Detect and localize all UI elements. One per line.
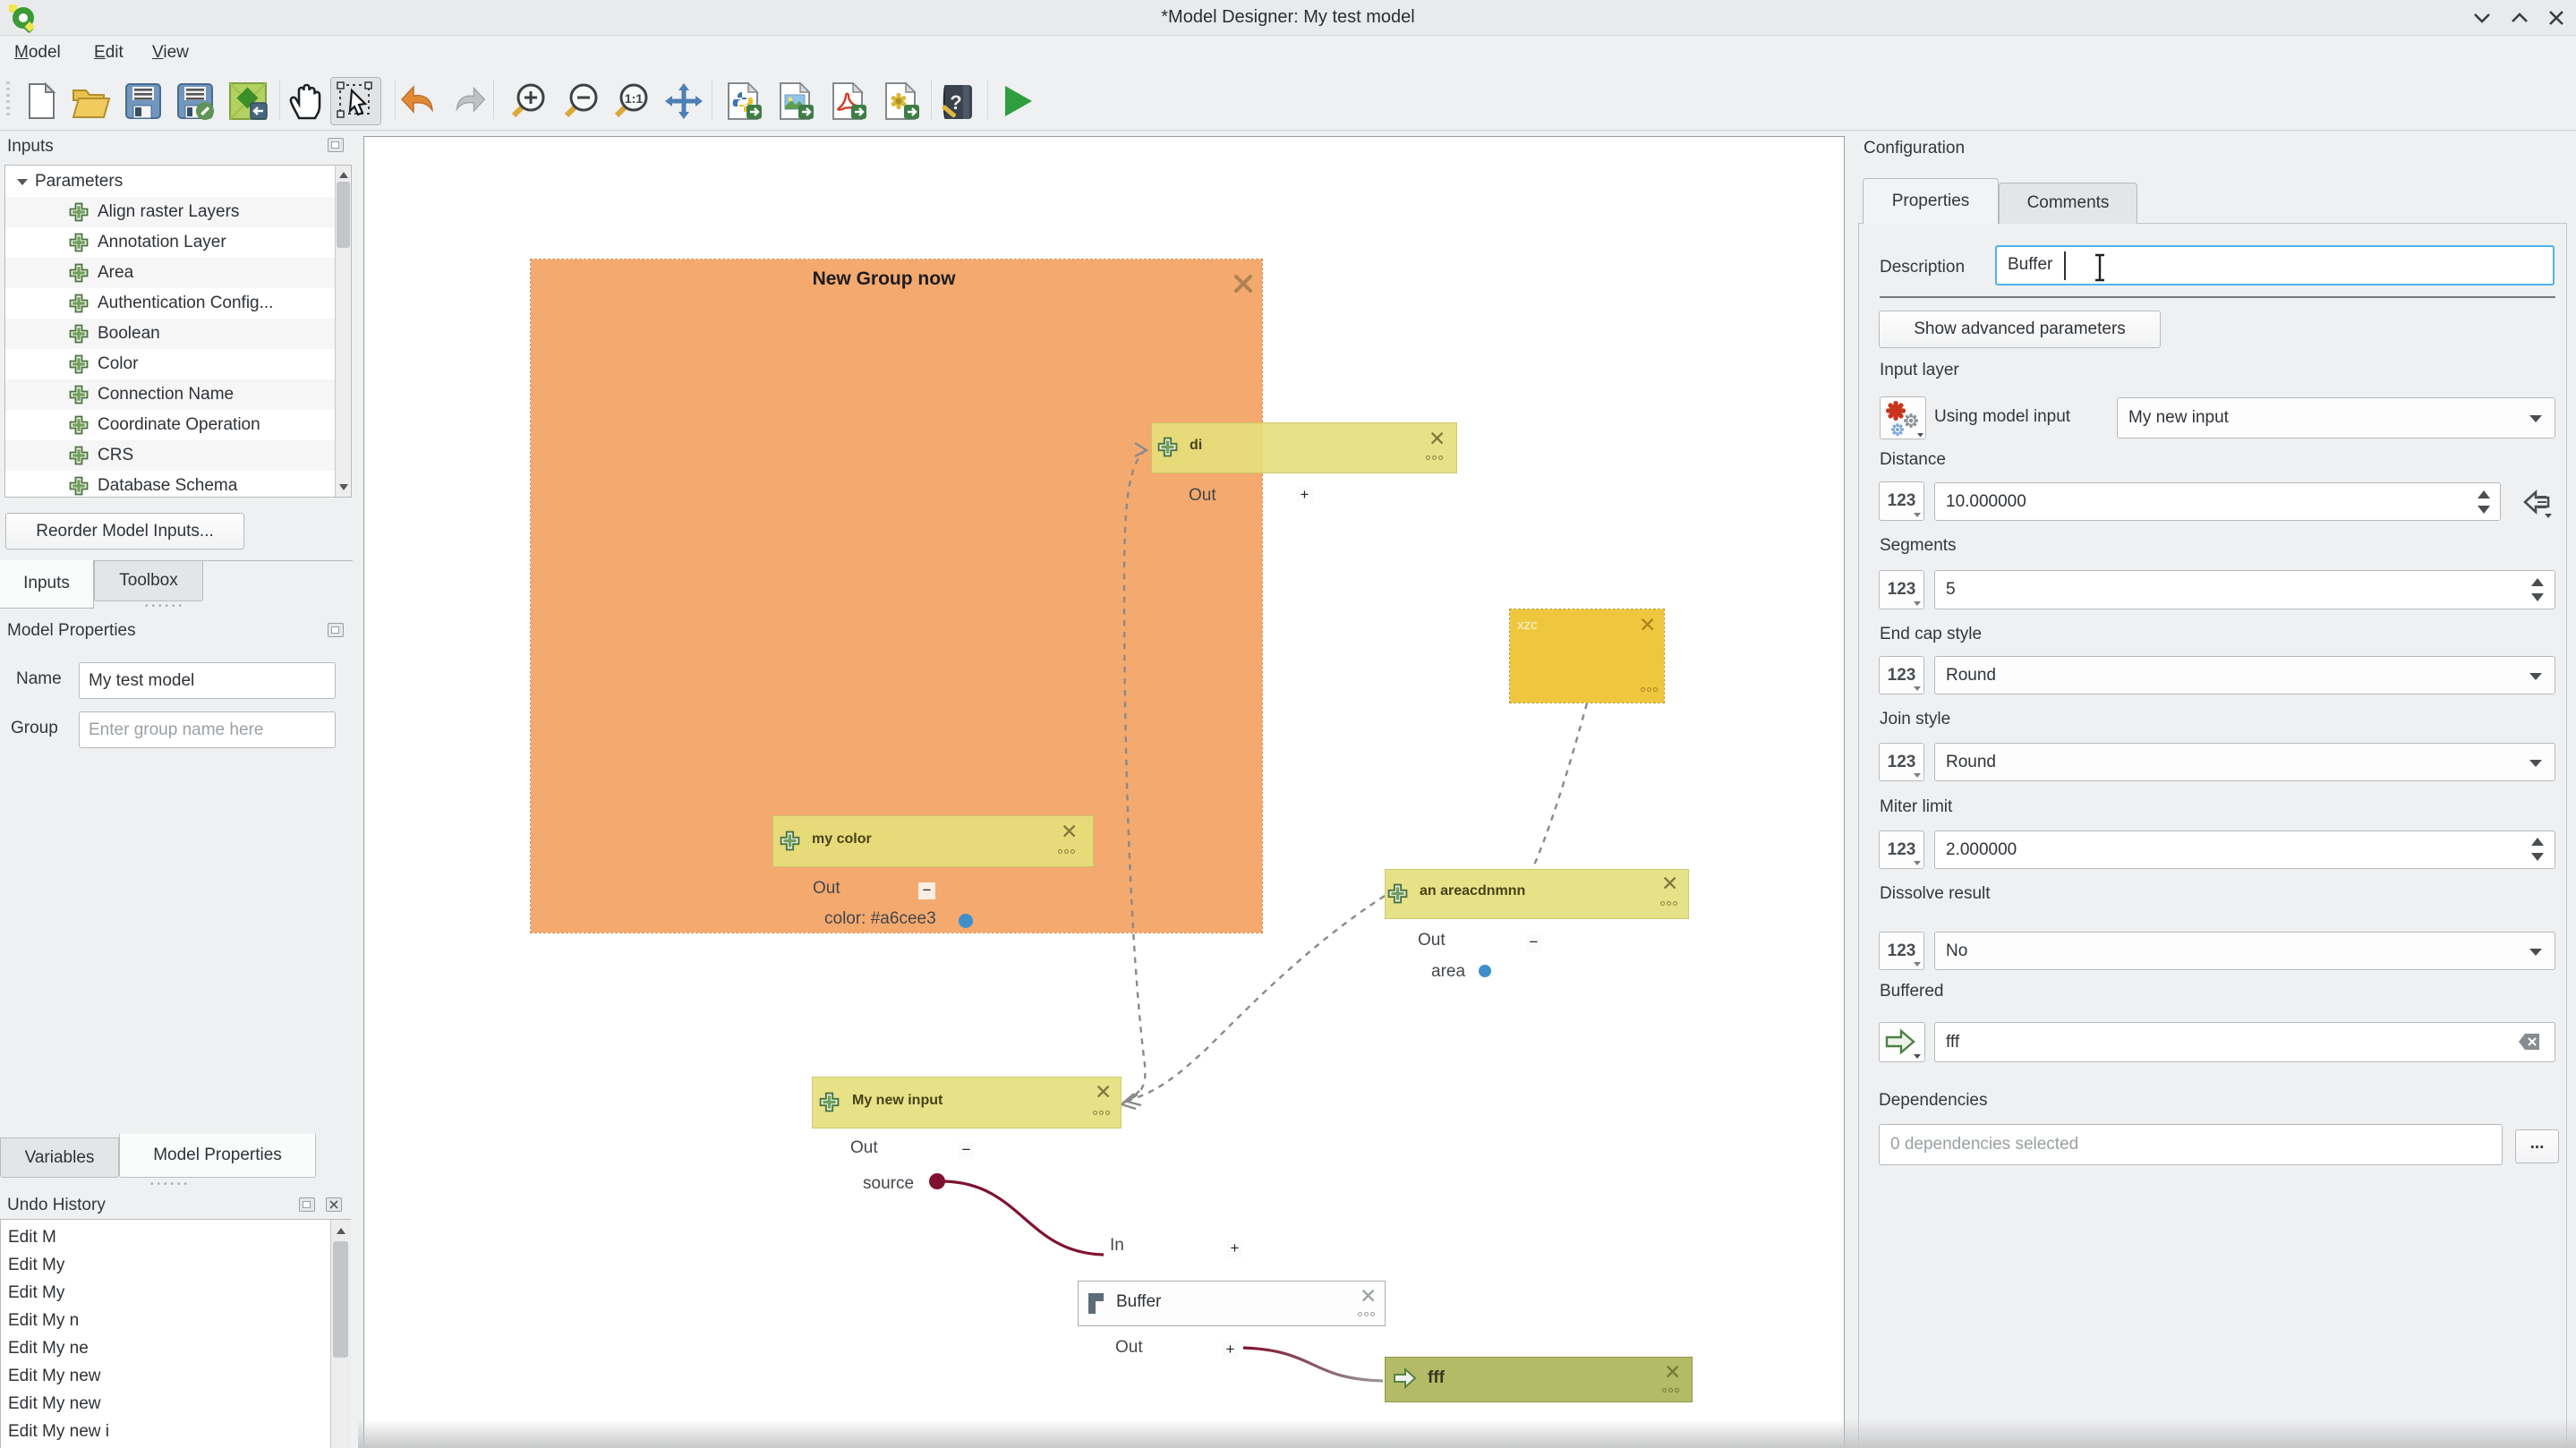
- svg-text:?: ?: [950, 91, 961, 114]
- svg-text:1:1: 1:1: [625, 91, 643, 106]
